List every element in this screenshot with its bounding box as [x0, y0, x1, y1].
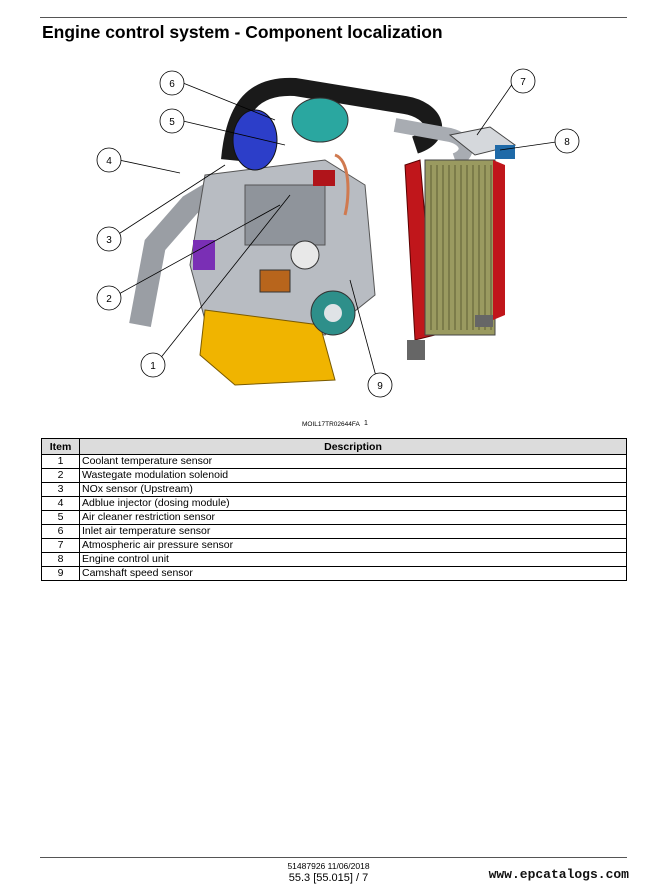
row-description: NOx sensor (Upstream) [79, 482, 627, 497]
callout-4: 4 [96, 147, 122, 173]
row-item: 8 [41, 552, 80, 567]
top-rule [40, 17, 627, 18]
svg-text:7: 7 [520, 77, 526, 88]
svg-text:4: 4 [106, 156, 112, 167]
row-description: Inlet air temperature sensor [79, 524, 627, 539]
footer-page-ref: 55.3 [55.015] / 7 [288, 872, 369, 884]
oil-pan [199, 309, 336, 386]
svg-text:1: 1 [150, 361, 156, 372]
page-title: Engine control system - Component locali… [42, 22, 443, 42]
row-description: Wastegate modulation solenoid [79, 468, 627, 483]
row-item: 9 [41, 566, 80, 581]
figure-number: 1 [364, 420, 368, 427]
svg-text:9: 9 [377, 381, 383, 392]
callout-8: 8 [554, 128, 580, 154]
footer-doc-ref: 51487926 11/06/2018 [287, 861, 370, 871]
row-item: 1 [41, 454, 80, 469]
figure-code: MOIL17TR02644FA [302, 421, 360, 428]
callout-6: 6 [159, 70, 185, 96]
row-description: Engine control unit [79, 552, 627, 567]
callout-5: 5 [159, 108, 185, 134]
callout-2: 2 [96, 285, 122, 311]
row-item: 4 [41, 496, 80, 511]
callout-1: 1 [140, 352, 166, 378]
row-item: 7 [41, 538, 80, 553]
row-item: 6 [41, 524, 80, 539]
svg-text:2: 2 [106, 294, 112, 305]
header-item: Item [41, 438, 80, 455]
watermark: www.epcatalogs.com [488, 867, 629, 882]
svg-text:3: 3 [106, 235, 112, 246]
turbo-housing [232, 109, 278, 171]
svg-text:5: 5 [169, 117, 175, 128]
callout-3: 3 [96, 226, 122, 252]
svg-text:8: 8 [564, 137, 570, 148]
row-description: Coolant temperature sensor [79, 454, 627, 469]
row-item: 5 [41, 510, 80, 525]
header-description: Description [79, 438, 627, 455]
callout-9: 9 [367, 372, 393, 398]
bottom-rule [40, 857, 627, 858]
row-description: Air cleaner restriction sensor [79, 510, 627, 525]
row-item: 2 [41, 468, 80, 483]
engine-illustration: 6 5 4 3 2 1 7 8 9 [95, 65, 590, 405]
row-description: Adblue injector (dosing module) [79, 496, 627, 511]
table-header-row: Item Description [41, 438, 627, 455]
row-item: 3 [41, 482, 80, 497]
row-description: Atmospheric air pressure sensor [79, 538, 627, 553]
svg-text:6: 6 [169, 79, 175, 90]
callout-7: 7 [510, 68, 536, 94]
charge-air-cooler [404, 159, 505, 360]
row-description: Camshaft speed sensor [79, 566, 627, 581]
